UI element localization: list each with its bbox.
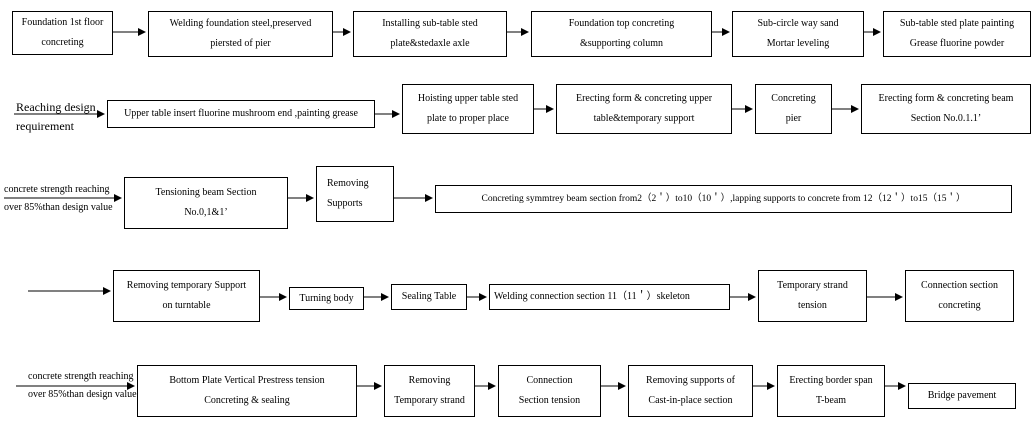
lead-label-concrete-strength-2: concrete strength reaching over 85%than …: [28, 371, 137, 400]
step-connection-section-tension: Connection Section tension: [498, 365, 601, 417]
step-sub-table-plate-painting: Sub-table sted plate painting Grease flu…: [883, 11, 1031, 57]
step-sealing-table: Sealing Table: [391, 284, 467, 310]
step-concreting-symmetry-beam: Concreting symmtrey beam section from2（2…: [435, 185, 1012, 213]
step-concreting-pier: Concreting pier: [755, 84, 832, 134]
step-turning-body: Turning body: [289, 287, 364, 310]
step-foundation-1st-floor: Foundation 1st floor concreting: [12, 11, 113, 55]
step-welding-connection-section: Welding connection section 11（11＇）skelet…: [489, 284, 730, 310]
step-tensioning-beam-section: Tensioning beam Section No.0,1&1’: [124, 177, 288, 229]
step-erecting-form-upper-table: Erecting form & concreting upper table&t…: [556, 84, 732, 134]
step-removing-supports-cast-in-place: Removing supports of Cast-in-place secti…: [628, 365, 753, 417]
step-connection-section-concreting: Connection section concreting: [905, 270, 1014, 322]
step-foundation-top-concreting: Foundation top concreting &supporting co…: [531, 11, 712, 57]
step-sub-circle-leveling: Sub-circle way sand Mortar leveling: [732, 11, 864, 57]
step-welding-foundation-steel: Welding foundation steel,preserved piers…: [148, 11, 333, 57]
step-hoisting-upper-table: Hoisting upper table sted plate to prope…: [402, 84, 534, 134]
step-removing-supports: Removing Supports: [316, 166, 394, 222]
step-erecting-form-beam-section: Erecting form & concreting beam Section …: [861, 84, 1031, 134]
lead-label-concrete-strength: concrete strength reaching over 85%than …: [4, 184, 113, 213]
step-temporary-strand-tension: Temporary strand tension: [758, 270, 867, 322]
step-installing-sub-table: Installing sub-table sted plate&stedaxle…: [353, 11, 507, 57]
step-bridge-pavement: Bridge pavement: [908, 383, 1016, 409]
step-upper-table-insert: Upper table insert fluorine mushroom end…: [107, 100, 375, 128]
step-removing-temporary-strand: Removing Temporary strand: [384, 365, 475, 417]
step-removing-temporary-support: Removing temporary Support on turntable: [113, 270, 260, 322]
step-bottom-plate-prestress: Bottom Plate Vertical Prestress tension …: [137, 365, 357, 417]
step-erecting-border-span: Erecting border span T-beam: [777, 365, 885, 417]
lead-label-reaching-design: Reaching design requirement: [16, 100, 96, 133]
